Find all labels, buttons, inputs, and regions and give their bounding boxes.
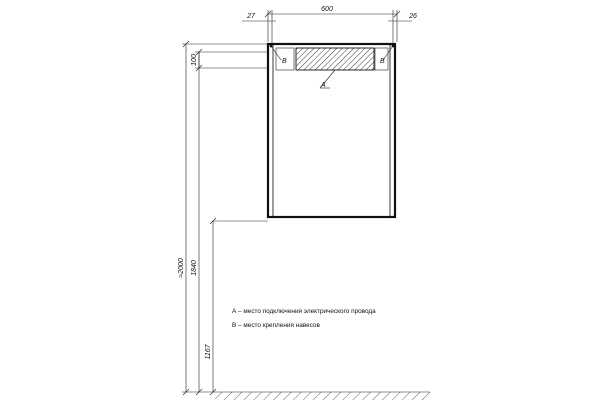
legend-item-b: В – место крепления навесов — [232, 322, 320, 329]
cabinet: А В В — [266, 42, 397, 219]
legend-item-a: А – место подключения электрического про… — [232, 308, 376, 315]
dimension-bottom-height-label: 1167 — [205, 343, 212, 359]
dimension-total-height-label: ≈2000 — [178, 258, 185, 278]
marker-a: А — [320, 82, 326, 89]
marker-b-right: В — [380, 58, 385, 65]
top-dimension-group: 600 27 26 — [242, 6, 417, 44]
floor — [182, 391, 430, 400]
marker-b-left: В — [282, 58, 287, 65]
dimension-offset-right-label: 26 — [408, 13, 417, 20]
floor-hatching — [215, 392, 430, 400]
dimension-offset-left-label: 27 — [246, 13, 256, 20]
electrical-connection-zone — [295, 47, 375, 71]
vertical-dimension-group: ≈2000 1840 100 1167 — [178, 40, 268, 396]
mount-box-left — [275, 47, 295, 71]
dimension-top-zone-label: 100 — [191, 54, 198, 66]
mount-box-right — [374, 47, 389, 71]
dimension-mount-height-label: 1840 — [191, 260, 198, 276]
legend: А – место подключения электрического про… — [232, 308, 376, 329]
dimension-width-label: 600 — [321, 6, 333, 13]
cabinet-outline — [266, 42, 397, 219]
leader-a — [319, 69, 336, 89]
